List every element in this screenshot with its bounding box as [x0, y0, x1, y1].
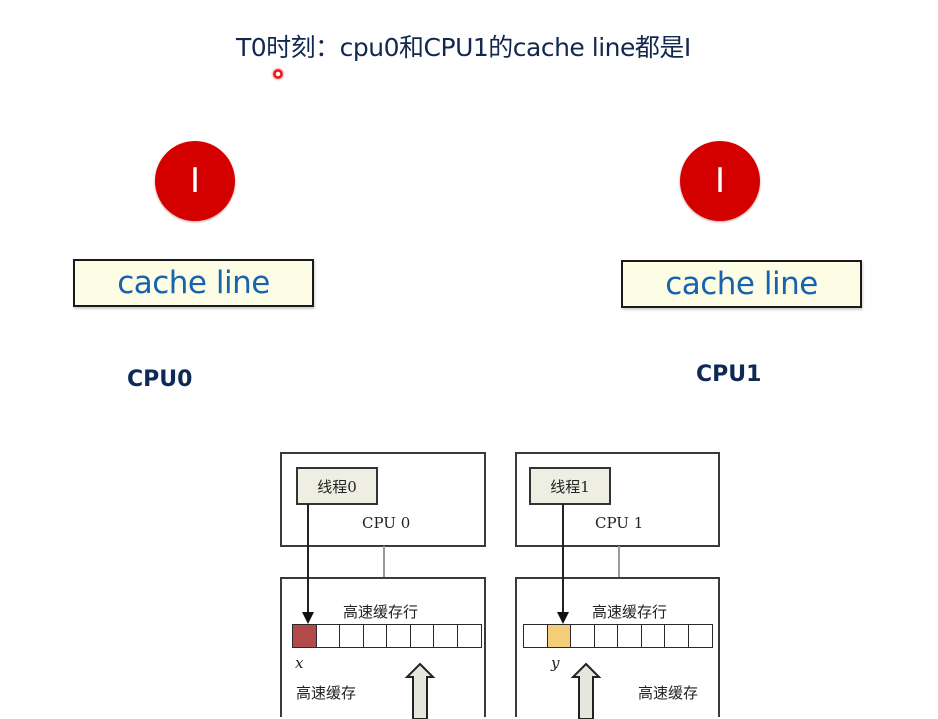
cpu0-core-label: CPU 0	[362, 514, 411, 532]
cache-cell	[340, 625, 364, 647]
thread1-box: 线程1	[529, 467, 611, 505]
highlighted-cache-cell	[293, 625, 317, 647]
cache-cell	[524, 625, 548, 647]
cpu0-state-badge: I	[155, 141, 235, 221]
cache-cell	[364, 625, 387, 647]
cache-cell	[317, 625, 340, 647]
thread0-box: 线程0	[296, 467, 378, 505]
cpu0-label: CPU0	[127, 367, 193, 392]
cpu0-cache-line-cells	[292, 624, 482, 648]
cpu1-label: CPU1	[696, 362, 762, 387]
cpu0-cache-line-label: 高速缓存行	[343, 603, 419, 621]
cpu1-bus-line	[618, 546, 620, 578]
cache-cell	[595, 625, 618, 647]
cache-cell	[665, 625, 689, 647]
slide-title: T0时刻：cpu0和CPU1的cache line都是I	[236, 33, 691, 62]
cache-cell	[689, 625, 713, 647]
cache-cell	[642, 625, 665, 647]
cache-cell	[434, 625, 458, 647]
cpu0-memory-up-arrow-icon	[404, 662, 436, 719]
cpu0-cache-line-box: cache line	[73, 259, 314, 307]
thread0-access-line	[307, 504, 309, 614]
highlighted-cache-cell	[547, 625, 571, 647]
cache-cell	[571, 625, 595, 647]
cache-cell	[411, 625, 434, 647]
variable-x-label: x	[295, 654, 304, 672]
thread1-arrowhead-icon	[557, 612, 569, 624]
cache-cell	[387, 625, 411, 647]
cpu1-cache-label: 高速缓存	[638, 684, 699, 702]
laser-pointer-icon	[271, 67, 285, 81]
cpu0-cache-label: 高速缓存	[296, 684, 357, 702]
cpu1-memory-up-arrow-icon	[570, 662, 602, 719]
thread0-arrowhead-icon	[302, 612, 314, 624]
cpu1-cache-line-label: 高速缓存行	[592, 603, 668, 621]
cpu1-state-badge: I	[680, 141, 760, 221]
variable-y-label: y	[551, 654, 560, 672]
cpu1-core-label: CPU 1	[595, 514, 644, 532]
cpu0-bus-line	[383, 546, 385, 578]
cpu1-cache-line-box: cache line	[621, 260, 862, 308]
cpu1-cache-line-cells	[523, 624, 713, 648]
cache-cell	[458, 625, 482, 647]
cache-cell	[618, 625, 642, 647]
thread1-access-line	[562, 504, 564, 614]
